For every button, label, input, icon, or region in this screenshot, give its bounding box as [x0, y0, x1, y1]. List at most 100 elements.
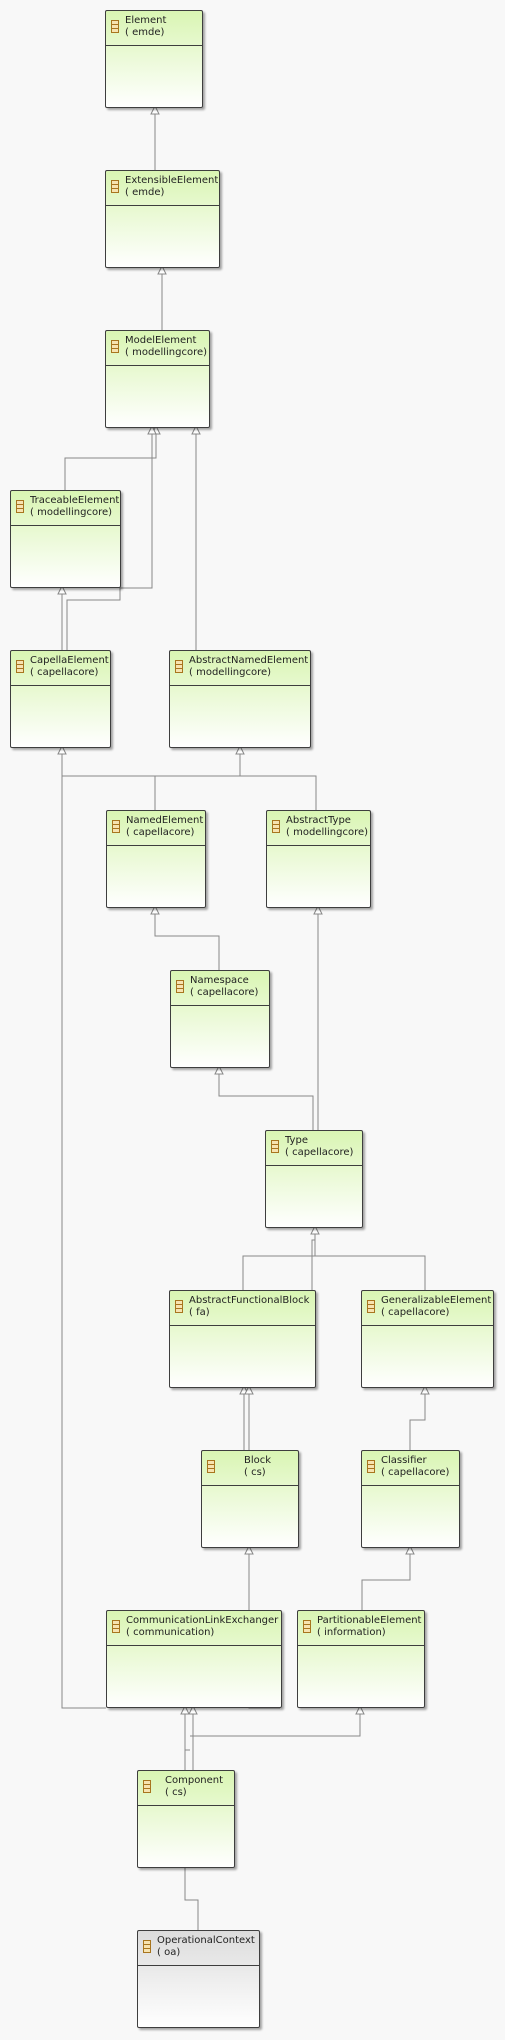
generalization-arrowhead [180, 1704, 190, 1715]
class-header: Component ( cs) [138, 1771, 234, 1806]
generalization-arrowhead [147, 424, 157, 435]
class-name: Element [125, 15, 167, 26]
class-name: ModelElement [125, 335, 197, 346]
class-package: ( oa) [157, 1947, 181, 1958]
class-name: CapellaElement [30, 655, 109, 666]
class-package: ( capellacore) [381, 1307, 450, 1318]
class-name: AbstractNamedElement [189, 655, 309, 666]
generalization-link [184, 1866, 199, 1930]
class-header: Element ( emde) [106, 11, 202, 46]
class-name: ExtensibleElement [125, 175, 218, 186]
class-name: Type [285, 1135, 308, 1146]
class-abstract-named-element[interactable]: AbstractNamedElement ( modellingcore) [169, 650, 311, 748]
class-package: ( modellingcore) [286, 827, 369, 838]
class-header: ModelElement ( modellingcore) [106, 331, 209, 366]
class-name: PartitionableElement [317, 1615, 422, 1626]
class-icon [111, 20, 119, 33]
generalization-link [361, 1546, 411, 1610]
generalization-link [154, 746, 241, 810]
generalization-arrowhead [150, 904, 160, 915]
class-namespace[interactable]: Namespace ( capellacore) [170, 970, 270, 1068]
class-element[interactable]: Element ( emde) [105, 10, 203, 108]
class-name: AbstractType [286, 815, 351, 826]
generalization-link [218, 1066, 314, 1130]
class-header: CapellaElement ( capellacore) [11, 651, 110, 686]
class-abstract-type[interactable]: AbstractType ( modellingcore) [266, 810, 371, 908]
class-partitionable-element[interactable]: PartitionableElement ( information) [297, 1610, 425, 1708]
class-package: ( cs) [165, 1787, 187, 1798]
class-icon [271, 1140, 279, 1153]
class-package: ( fa) [189, 1307, 210, 1318]
class-model-element[interactable]: ModelElement ( modellingcore) [105, 330, 210, 428]
class-icon [112, 820, 120, 833]
class-capella-element[interactable]: CapellaElement ( capellacore) [10, 650, 111, 748]
class-generalizable-element[interactable]: GeneralizableElement ( capellacore) [361, 1290, 494, 1388]
class-icon [367, 1460, 375, 1473]
generalization-link [64, 426, 157, 490]
class-header: Type ( capellacore) [266, 1131, 362, 1166]
class-named-element[interactable]: NamedElement ( capellacore) [106, 810, 206, 908]
class-package: ( capellacore) [126, 827, 195, 838]
generalization-link [66, 426, 153, 650]
generalization-arrowhead [244, 1384, 254, 1395]
class-package: ( information) [317, 1627, 386, 1638]
generalization-arrowhead [188, 1704, 198, 1715]
class-icon [112, 1620, 120, 1633]
class-extensible-element[interactable]: ExtensibleElement ( emde) [105, 170, 220, 268]
class-icon [367, 1300, 375, 1313]
class-name: GeneralizableElement [381, 1295, 492, 1306]
generalization-link [409, 1386, 426, 1450]
class-header: AbstractNamedElement ( modellingcore) [170, 651, 310, 686]
class-header: Namespace ( capellacore) [171, 971, 269, 1006]
class-abstract-functional-block[interactable]: AbstractFunctionalBlock ( fa) [169, 1290, 316, 1388]
class-header: Block ( cs) [202, 1451, 298, 1486]
class-header: AbstractFunctionalBlock ( fa) [170, 1291, 315, 1326]
generalization-arrowhead [244, 1544, 254, 1555]
class-component[interactable]: Component ( cs) [137, 1770, 235, 1868]
generalization-arrowhead [405, 1544, 415, 1555]
class-package: ( emde) [125, 27, 165, 38]
class-name: OperationalContext [157, 1935, 255, 1946]
generalization-arrowhead [235, 744, 245, 755]
class-icon [143, 1940, 151, 1953]
class-package: ( capellacore) [285, 1147, 354, 1158]
generalization-arrowhead [355, 1704, 365, 1715]
class-icon [176, 980, 184, 993]
class-package: ( capellacore) [381, 1467, 450, 1478]
class-name: NamedElement [126, 815, 204, 826]
generalization-arrowhead [57, 744, 67, 755]
class-name: TraceableElement [30, 495, 119, 506]
class-package: ( modellingcore) [125, 347, 208, 358]
class-package: ( modellingcore) [189, 667, 272, 678]
generalization-link [154, 906, 220, 970]
generalization-link [190, 1706, 361, 1737]
class-communication-link-exchanger[interactable]: CommunicationLinkExchanger ( communicati… [106, 1610, 282, 1708]
class-header: PartitionableElement ( information) [298, 1611, 424, 1646]
generalization-arrowhead [214, 1064, 224, 1075]
class-icon [111, 340, 119, 353]
generalization-link [242, 1226, 316, 1290]
generalization-arrowhead [310, 1224, 320, 1235]
class-package: ( capellacore) [190, 987, 259, 998]
class-type[interactable]: Type ( capellacore) [265, 1130, 363, 1228]
class-header: CommunicationLinkExchanger ( communicati… [107, 1611, 281, 1646]
class-header: GeneralizableElement ( capellacore) [362, 1291, 493, 1326]
class-name: Classifier [381, 1455, 427, 1466]
class-icon [175, 1300, 183, 1313]
class-header: ExtensibleElement ( emde) [106, 171, 219, 206]
generalization-link [315, 1255, 426, 1290]
class-name: Component [165, 1775, 224, 1786]
class-icon [16, 660, 24, 673]
class-operational-context[interactable]: OperationalContext ( oa) [137, 1930, 260, 2028]
generalization-arrowhead [191, 424, 201, 435]
class-block[interactable]: Block ( cs) [201, 1450, 299, 1548]
class-traceable-element[interactable]: TraceableElement ( modellingcore) [10, 490, 121, 588]
class-package: ( modellingcore) [30, 507, 113, 518]
class-icon [207, 1460, 215, 1473]
generalization-arrowhead [157, 264, 167, 275]
class-package: ( emde) [125, 187, 165, 198]
generalization-arrowhead [313, 904, 323, 915]
class-classifier[interactable]: Classifier ( capellacore) [361, 1450, 460, 1548]
class-name: Block [244, 1455, 272, 1466]
